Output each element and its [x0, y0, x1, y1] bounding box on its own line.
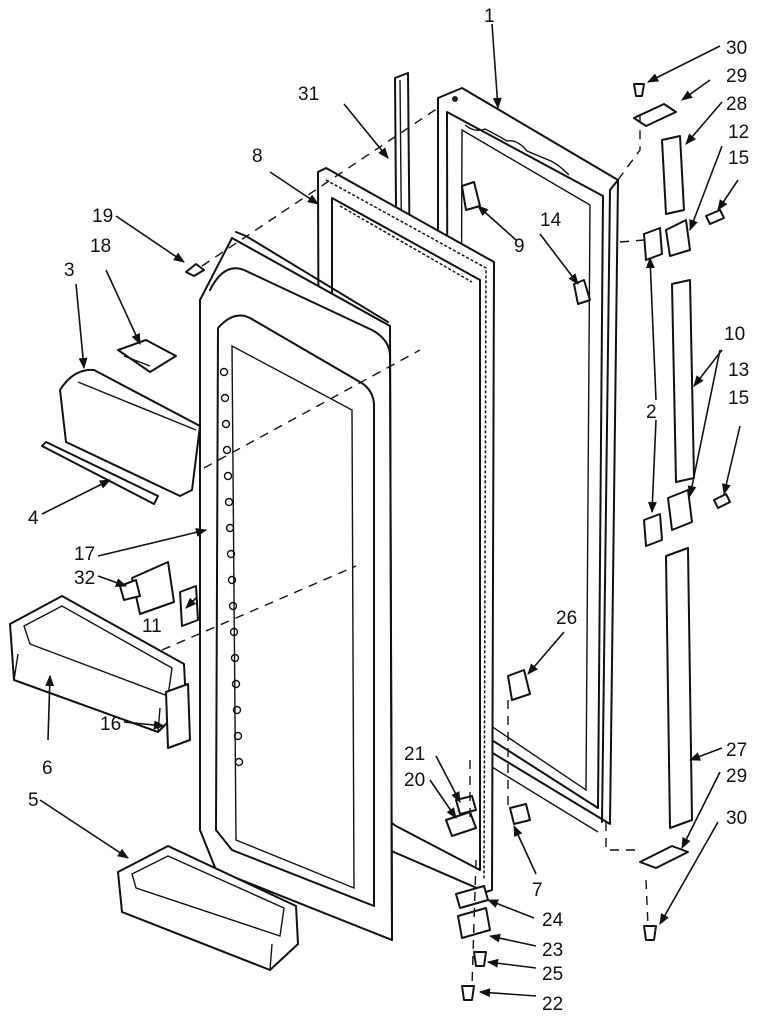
screw-30-upper [633, 83, 645, 97]
callout-labels: 1 2 3 4 5 6 7 8 9 10 11 12 13 14 15 15 1… [28, 6, 749, 1015]
trim-27 [665, 547, 693, 829]
label-7: 7 [532, 880, 543, 901]
label-13: 13 [728, 360, 749, 381]
label-27: 27 [726, 740, 747, 761]
label-18: 18 [90, 236, 111, 257]
label-21: 21 [404, 744, 425, 765]
label-1: 1 [484, 6, 495, 27]
label-30-upper: 30 [726, 38, 747, 59]
trim-10 [671, 279, 695, 483]
label-16: 16 [100, 714, 121, 735]
label-23: 23 [542, 940, 563, 961]
washer-21 [455, 795, 477, 815]
label-17: 17 [74, 544, 95, 565]
hinge-bracket-2-lower [643, 513, 663, 547]
dairy-door-trim-bar [41, 441, 159, 505]
bin-bracket-16 [165, 683, 191, 749]
label-25: 25 [542, 964, 563, 985]
dairy-door-clip [117, 339, 177, 373]
label-20: 20 [404, 770, 425, 791]
label-15-lower: 15 [728, 388, 749, 409]
inner-door-liner [199, 231, 393, 941]
label-3: 3 [64, 260, 75, 281]
label-9: 9 [514, 236, 525, 257]
door-stop-26 [507, 669, 531, 701]
label-12: 12 [728, 122, 749, 143]
label-8: 8 [252, 146, 263, 167]
part-23 [457, 907, 491, 939]
label-28: 28 [726, 94, 747, 115]
label-19: 19 [92, 206, 113, 227]
assembly-lines [161, 107, 649, 987]
label-31: 31 [298, 84, 319, 105]
part-7 [509, 803, 531, 825]
label-6: 6 [42, 758, 53, 779]
hinge-cover-top [633, 103, 677, 127]
label-5: 5 [28, 790, 39, 811]
hinge-12 [665, 219, 691, 257]
label-26: 26 [556, 608, 577, 629]
label-29-upper: 29 [726, 66, 747, 87]
screw-15-upper [705, 209, 725, 225]
part-24 [455, 885, 489, 909]
hinge-cover-bottom [639, 845, 689, 869]
clip-14 [573, 279, 591, 305]
shelf-holes [219, 367, 244, 767]
bin-bracket-32 [119, 561, 175, 615]
dairy-compartment-door [59, 368, 201, 497]
label-30-lower: 30 [726, 808, 747, 829]
label-24: 24 [542, 910, 564, 931]
label-22: 22 [542, 994, 563, 1015]
label-11: 11 [142, 616, 162, 637]
trim-28 [661, 135, 685, 215]
screw-30-lower [643, 925, 657, 941]
label-2: 2 [646, 402, 657, 423]
screw-22 [461, 985, 475, 1001]
hinge-hardware [633, 83, 731, 941]
label-32: 32 [74, 568, 95, 589]
label-10: 10 [724, 324, 745, 345]
label-15-upper: 15 [728, 148, 749, 169]
label-4: 4 [28, 508, 39, 529]
screw-25 [473, 951, 487, 967]
screw-15-lower [713, 493, 731, 509]
label-29-lower: 29 [726, 766, 747, 787]
door-bin-lower [117, 845, 299, 971]
screw-19 [185, 263, 205, 277]
label-14: 14 [540, 210, 562, 231]
hinge-13 [667, 489, 693, 531]
hinge-bracket-2-upper [643, 227, 663, 261]
leader-lines [39, 23, 741, 998]
